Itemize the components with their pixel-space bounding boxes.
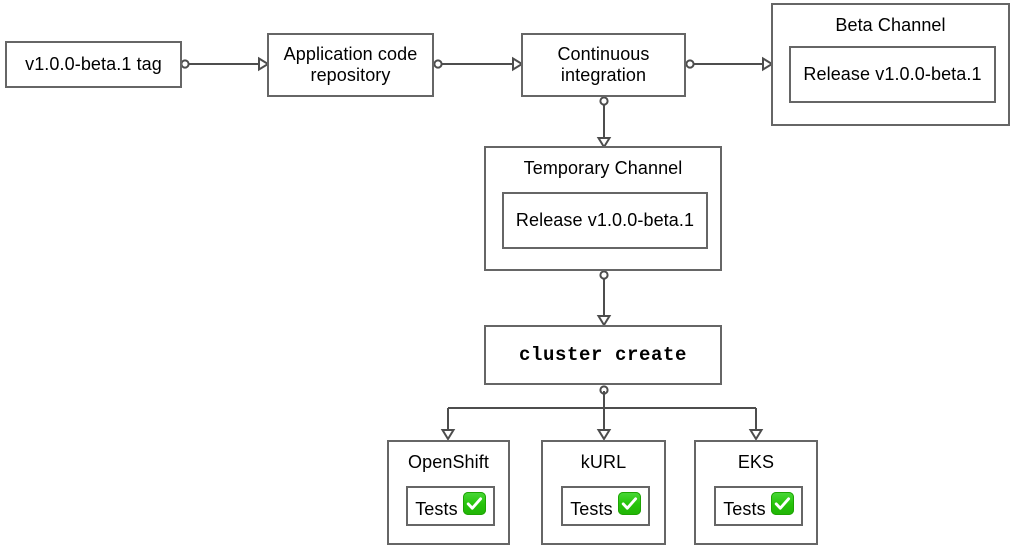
eks-tests-label: Tests (723, 498, 766, 519)
group-eks[interactable]: EKS Tests (694, 440, 818, 545)
node-application-code-repository-label: Application code repository (278, 44, 424, 86)
edge-cluster-create-branches (440, 385, 764, 441)
group-temporary-channel-title: Temporary Channel (523, 158, 683, 178)
node-version-tag-label: v1.0.0-beta.1 tag (25, 53, 162, 74)
group-kurl-title: kURL (580, 452, 627, 472)
node-continuous-integration-label: Continuous integration (551, 44, 655, 86)
ci-line-1: Continuous (557, 43, 650, 64)
kurl-tests-row: Tests (564, 491, 647, 520)
eks-tests-row: Tests (717, 491, 800, 520)
node-temporary-channel-release-label: Release v1.0.0-beta.1 (515, 209, 695, 230)
node-application-code-repository[interactable]: Application code repository (267, 33, 434, 97)
kurl-tests-label: Tests (570, 498, 613, 519)
node-continuous-integration[interactable]: Continuous integration (521, 33, 686, 97)
node-beta-channel-release-label: Release v1.0.0-beta.1 (803, 63, 982, 84)
edge-ci-to-beta-channel (685, 56, 774, 72)
openshift-tests-row: Tests (409, 491, 492, 520)
group-openshift-title: OpenShift (408, 452, 489, 472)
group-temporary-channel[interactable]: Temporary Channel Release v1.0.0-beta.1 (484, 146, 722, 271)
node-kurl-tests[interactable]: Tests (561, 486, 650, 526)
group-openshift[interactable]: OpenShift Tests (387, 440, 510, 545)
check-mark-button-icon (617, 491, 641, 515)
check-mark-button-icon (462, 491, 486, 515)
edge-repo-to-ci (433, 56, 524, 72)
edge-ci-to-temporary-channel (596, 96, 612, 149)
edge-temporary-channel-to-cluster-create (596, 270, 612, 327)
node-cluster-create-label: cluster create (518, 343, 688, 366)
node-temporary-channel-release[interactable]: Release v1.0.0-beta.1 (502, 192, 708, 249)
node-version-tag[interactable]: v1.0.0-beta.1 tag (5, 41, 182, 88)
group-eks-title: EKS (737, 452, 775, 472)
group-beta-channel[interactable]: Beta Channel Release v1.0.0-beta.1 (771, 3, 1010, 126)
node-eks-tests[interactable]: Tests (714, 486, 803, 526)
repo-line-2: repository (310, 65, 391, 85)
group-beta-channel-title: Beta Channel (835, 15, 946, 35)
check-mark-button-icon (770, 491, 794, 515)
edge-tag-to-repo (180, 56, 270, 72)
openshift-tests-label: Tests (415, 498, 458, 519)
node-openshift-tests[interactable]: Tests (406, 486, 495, 526)
ci-line-2: integration (560, 65, 647, 85)
group-kurl[interactable]: kURL Tests (541, 440, 666, 545)
repo-line-1: Application code (283, 43, 418, 64)
node-beta-channel-release[interactable]: Release v1.0.0-beta.1 (789, 46, 996, 103)
node-cluster-create[interactable]: cluster create (484, 325, 722, 385)
